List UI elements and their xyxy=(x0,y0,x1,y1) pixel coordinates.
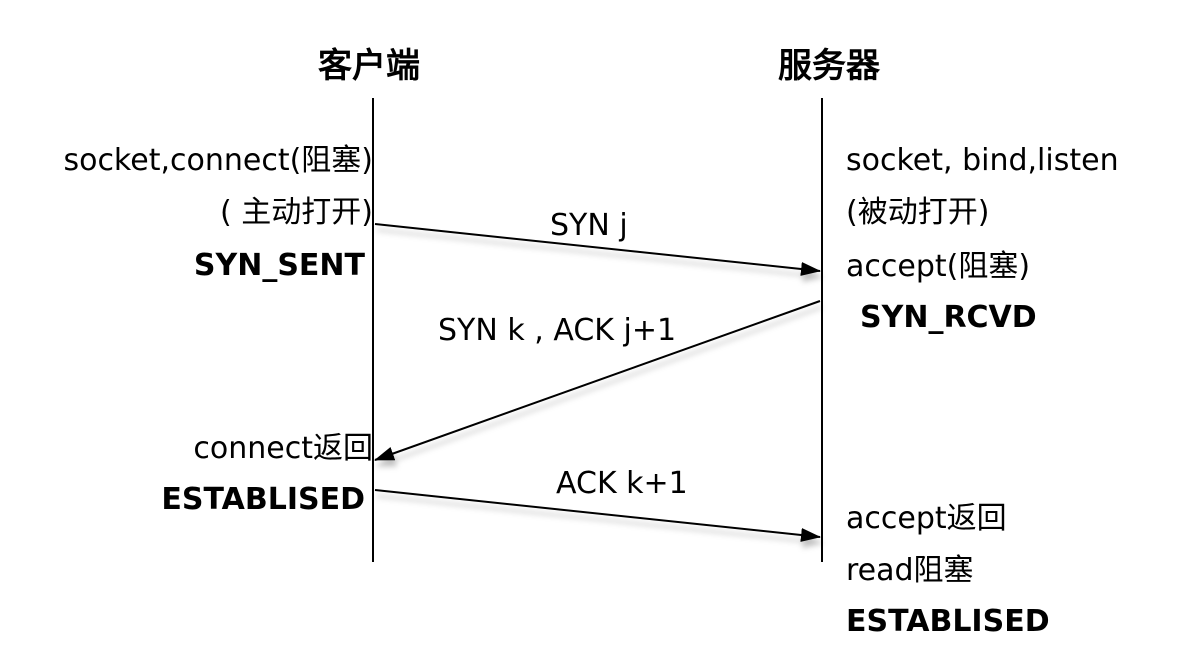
server-label-accept-return: accept返回 xyxy=(846,501,1007,536)
server-label-read-block: read阻塞 xyxy=(846,553,974,588)
arrow-syn xyxy=(374,223,821,276)
message-label-ack: ACK k+1 xyxy=(556,466,688,501)
client-label-connect-return: connect返回 xyxy=(193,431,373,466)
server-state-syn-rcvd: SYN_RCVD xyxy=(860,300,1037,335)
client-state-established: ESTABLISED xyxy=(161,482,365,517)
client-state-syn-sent: SYN_SENT xyxy=(193,248,365,283)
client-label-active-open: ( 主动打开) xyxy=(220,195,373,230)
server-label-accept-block: accept(阻塞) xyxy=(846,249,1031,284)
message-label-syn-ack: SYN k , ACK j+1 xyxy=(438,313,677,348)
server-state-established: ESTABLISED xyxy=(846,604,1050,639)
client-label-socket-connect: socket,connect(阻塞) xyxy=(63,143,373,178)
server-label-socket-bind-listen: socket, bind,listen xyxy=(846,143,1119,178)
arrow-syn-ack xyxy=(374,300,821,461)
server-header: 服务器 xyxy=(778,46,880,86)
arrow-ack xyxy=(374,489,821,542)
client-header: 客户端 xyxy=(318,46,420,86)
server-label-passive-open: (被动打开) xyxy=(846,195,990,230)
message-label-syn: SYN j xyxy=(550,208,628,243)
